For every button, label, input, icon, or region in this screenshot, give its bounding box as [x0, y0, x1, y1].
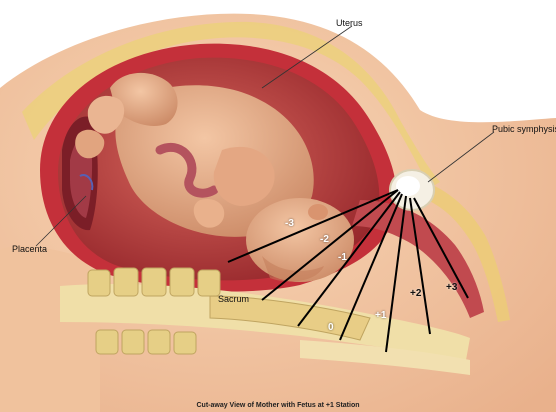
placenta-label: Placenta — [12, 244, 47, 254]
uterus-label: Uterus — [336, 18, 363, 28]
station-label-plus1: +1 — [375, 310, 386, 321]
station-label-plus3: +3 — [446, 282, 457, 293]
station-label-minus3: -3 — [285, 218, 294, 229]
station-label-minus2: -2 — [320, 234, 329, 245]
pubic-symphysis-label: Pubic symphysis — [492, 124, 556, 134]
figure-caption: Cut-away View of Mother with Fetus at +1… — [0, 402, 556, 409]
sacrum-label: Sacrum — [218, 294, 249, 304]
station-label-0: 0 — [328, 322, 334, 333]
station-label-plus2: +2 — [410, 288, 421, 299]
station-label-minus1: -1 — [338, 252, 347, 263]
